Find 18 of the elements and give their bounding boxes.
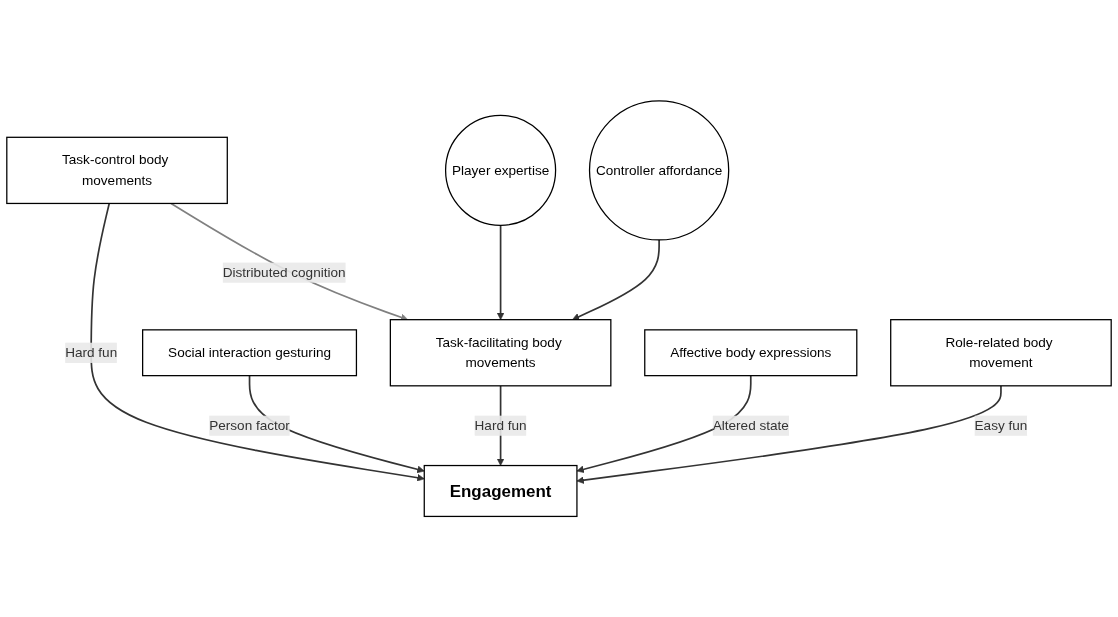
arrow bbox=[576, 384, 1002, 484]
edge-label: Easy fun bbox=[974, 417, 1028, 433]
edge-label: Hard fun bbox=[65, 345, 118, 360]
node-box: Social interaction gesturing bbox=[142, 329, 358, 377]
node-circle: Player expertise bbox=[444, 114, 557, 226]
arrow bbox=[170, 202, 409, 321]
node-circle: Controller affordance bbox=[588, 100, 730, 241]
arrow bbox=[496, 224, 505, 320]
node-box: Affective body expressions bbox=[644, 329, 858, 377]
arrow bbox=[572, 239, 660, 321]
node-box: Task-facilitating body movements bbox=[389, 318, 612, 387]
node-box: Engagement bbox=[423, 464, 578, 517]
edge-label: Hard fun bbox=[474, 417, 527, 433]
node-box: Role-related body movement bbox=[890, 318, 1112, 387]
edge-label: Person factor bbox=[209, 417, 290, 433]
node-box: Task-control body movements bbox=[6, 136, 228, 204]
edge-label: Altered state bbox=[712, 417, 789, 433]
edge-label: Distributed cognition bbox=[222, 264, 346, 280]
